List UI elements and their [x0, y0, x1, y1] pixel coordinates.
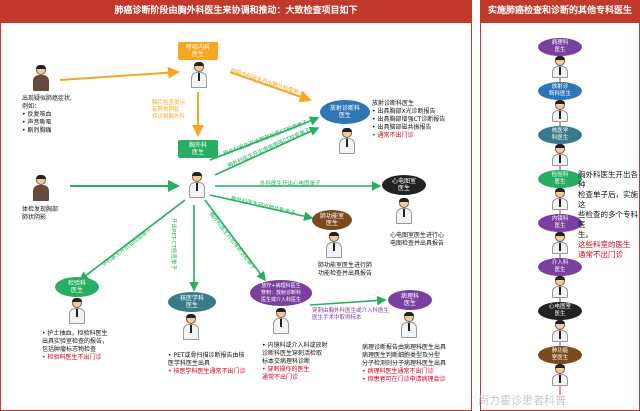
patient-1-label: 出现疑似肺癌症状,例如：• 反复咳血• 声音嘶哑• 剧烈胸痛 [22, 95, 72, 134]
side-doctor-figure-pulmonary-function [551, 364, 569, 386]
side-node-lab: 检验科医生 [538, 170, 582, 188]
biopsy-note: • 内镜科或介入科或放射 诊断科医生穿刺活检取 标本交病理科诊断 • 穿刺操作的… [262, 342, 328, 381]
thoracic-doctor-figure [188, 172, 206, 198]
side-node-pathology: 病理科医生 [538, 38, 582, 56]
radiology-doctor-figure [338, 128, 356, 154]
pathology-doctor-node: 病理科医生 [388, 290, 432, 310]
side-doctor-figure-ecg [551, 320, 569, 342]
side-node-endoscopy: 内镜科医生 [538, 214, 582, 232]
watermark: 尚力霍诊患者科普 [478, 394, 566, 407]
pulmonary-function-figure [325, 232, 343, 258]
radiology-note: 放射诊断科医生• 出具胸部X光诊断报告• 出具胸部增强CT诊断报告• 出具脑部磁… [372, 100, 446, 139]
pulmonary-function-note: 肺功能室医生进行肺功能检查并出具报告 [318, 262, 373, 277]
header-left: 肺癌诊断阶段由胸外科医生来协调和推动：大致检查项目如下 [0, 0, 472, 22]
side-node-interventional: 介入科医生 [538, 258, 582, 276]
side-node-radiology: 放射诊断科医生 [538, 82, 582, 100]
side-description: 胸外科医生开出各种检查单子后，实施这些检查的多个专科医生。 这些科室的医生通常不… [578, 170, 638, 259]
ecg-doctor-node: 心电图室医生 [382, 175, 426, 195]
side-doctor-figure-interventional [551, 276, 569, 298]
resp-note: 胸片检查提示 有异常阴影 转诊到胸外科 [152, 100, 186, 120]
side-doctor-figure-pathology [551, 56, 569, 78]
biopsy-doctor-figure [272, 308, 290, 334]
nuclear-doctor-node: 核医学科医生 [168, 292, 216, 312]
side-doctor-figure-nuclear [551, 144, 569, 166]
green-arrow-group [70, 116, 387, 306]
header-right: 实施肺癌检查和诊断的其他专科医生 [480, 0, 640, 22]
orange-arrow-group [59, 66, 312, 137]
biopsy-doctor-node: 放疗+病理科医生穿刺：放射诊断科医生或介入科医生 [250, 280, 312, 306]
side-node-nuclear: 核医学科医生 [538, 126, 582, 144]
patient-1-figure [32, 65, 50, 91]
pathology-doctor-figure [400, 312, 418, 338]
ecg-arrow-label: 外科医生开出心电图单子 [260, 181, 321, 187]
nuclear-note: • PET或骨扫描诊断报告由核 医学科医生出具 • 核医学科医生通常不出门诊 [168, 352, 246, 375]
side-node-ecg: 心电图室医生 [538, 302, 582, 320]
pathology-note: 病理诊断报告由病理科医生出具病理医生判断细胞类型及分型分子检测则分子病理科医生出… [362, 344, 447, 383]
ecg-doctor-figure [395, 198, 413, 224]
respiratory-doctor-figure [190, 62, 208, 88]
lab-doctor-node: 检验科医生 [55, 277, 99, 297]
pet-arrow-label: 开出PET-CT检查单子 [170, 218, 176, 270]
needle-arrow-label: 穿刺由胸外科医生或介入科医生 医生手术中取得标本 [312, 308, 390, 321]
lab-note: • 护士抽血，检验科医生 出具实验室检查的报告， 包括肿瘤标志物检查 • 检验科… [42, 330, 109, 361]
pulmonary-function-node: 肺功能室医生 [312, 210, 352, 230]
nuclear-doctor-figure [182, 314, 200, 340]
side-doctor-figure-radiology [551, 100, 569, 122]
patient-2-label: 体检发现胸部肺状阴影 [22, 206, 59, 221]
patient-2-figure [32, 175, 50, 201]
radiology-doctor-node: 放射诊断科医生 [320, 100, 370, 124]
side-node-pulmonary-function: 肺功能室医生 [538, 346, 582, 364]
side-doctor-figure-lab [551, 188, 569, 210]
ecg-note: 心电图室医生进行心电图检查并出具报告 [390, 232, 445, 247]
side-doctor-figure-endoscopy [551, 232, 569, 254]
lab-doctor-figure [68, 298, 86, 324]
respiratory-doctor-node: 呼吸内科医生 [178, 42, 218, 60]
thoracic-doctor-node: 胸外科医生 [178, 140, 218, 158]
